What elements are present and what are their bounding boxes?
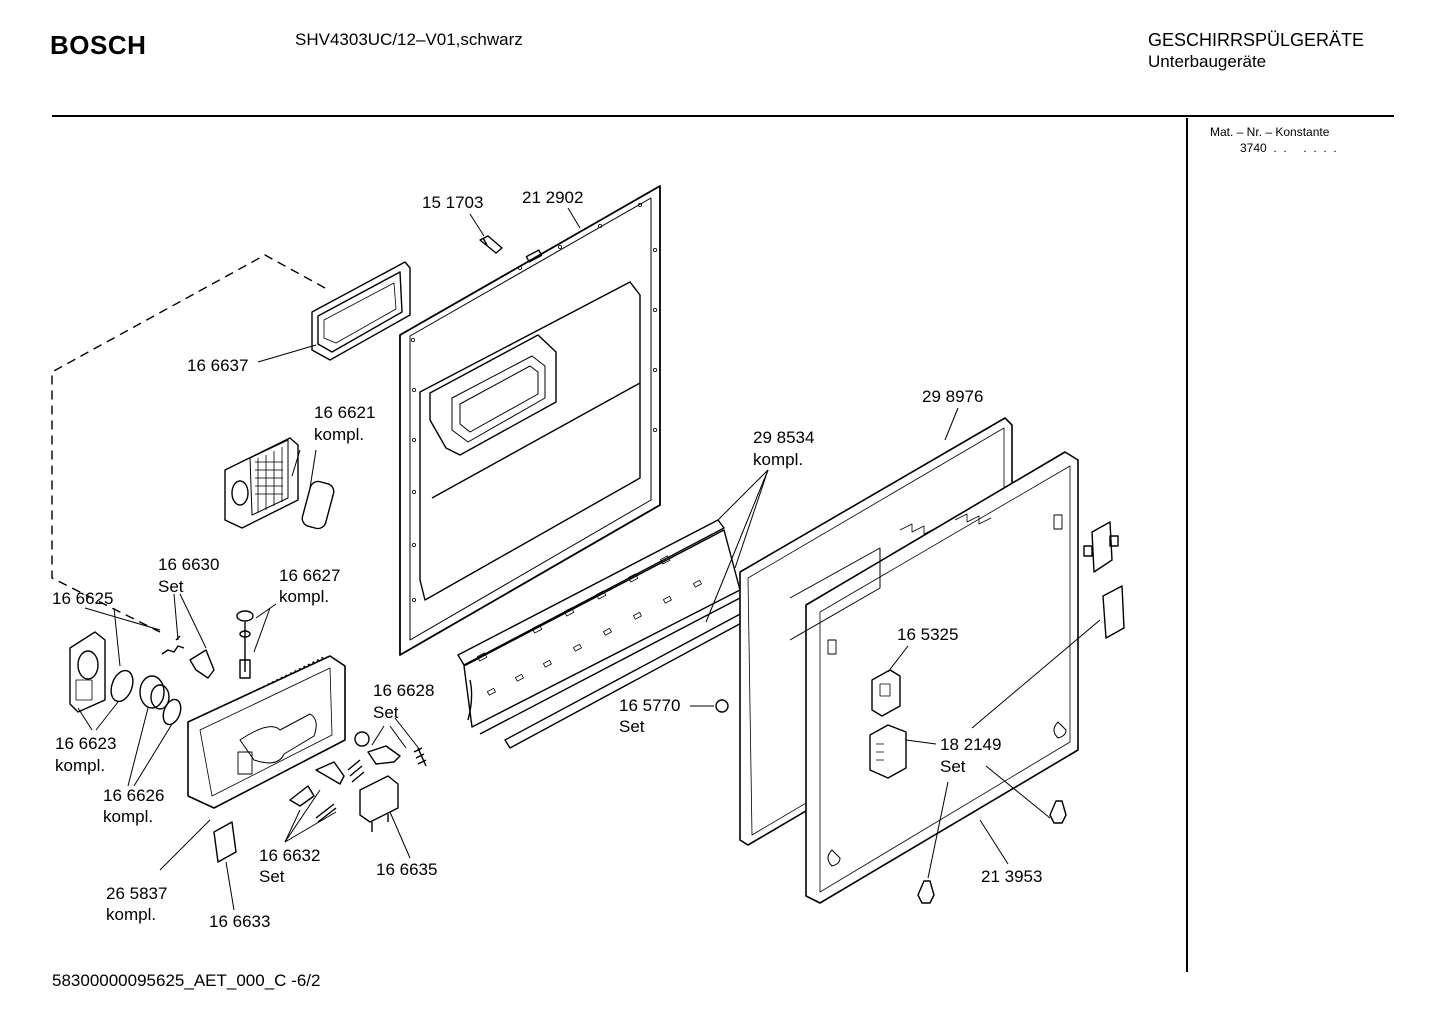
gasket-frame — [311, 261, 411, 361]
callout-298534-note: kompl. — [753, 450, 803, 469]
callout-165770: 16 5770 — [619, 696, 680, 715]
hinge-bracket-set — [869, 521, 1125, 904]
callout-213953: 21 3953 — [981, 867, 1042, 886]
ball-spring-set — [354, 731, 427, 767]
inner-door-panel — [399, 185, 661, 656]
knob-assembly-166626 — [139, 675, 182, 726]
callout-166627: 16 6627 — [279, 566, 340, 585]
callout-166623-note: kompl. — [55, 756, 105, 775]
dispenser-lid — [224, 437, 299, 529]
screw-151703 — [479, 235, 503, 254]
lever-spring-set — [289, 759, 365, 823]
model-number: SHV4303UC/12–V01,schwarz — [295, 30, 523, 49]
hinge-165325 — [871, 669, 901, 717]
callout-166630-note: Set — [158, 577, 184, 596]
callout-166627-note: kompl. — [279, 587, 329, 606]
callout-151703: 15 1703 — [422, 193, 483, 212]
callout-298534: 29 8534 — [753, 428, 814, 447]
callout-166632-note: Set — [259, 867, 285, 886]
category-subtitle: Unterbaugeräte — [1148, 52, 1267, 71]
dispenser-housing — [187, 655, 346, 809]
callout-165325: 16 5325 — [897, 625, 958, 644]
callout-182149-note: Set — [940, 757, 966, 776]
callout-265837-note: kompl. — [106, 905, 156, 924]
material-number-value: 3740 . . . . . . — [1240, 141, 1337, 155]
lid-seal — [301, 480, 335, 530]
valve-166627 — [236, 610, 254, 679]
callout-166628-note: Set — [373, 703, 399, 722]
callout-298976: 29 8976 — [922, 387, 983, 406]
callout-166628: 16 6628 — [373, 681, 434, 700]
callout-166623: 16 6623 — [55, 734, 116, 753]
part-callouts: 15 1703 21 2902 16 6637 16 6621 kompl. 2… — [52, 188, 1042, 931]
ring-166623 — [110, 669, 134, 703]
callout-166632: 16 6632 — [259, 846, 320, 865]
callout-182149: 18 2149 — [940, 735, 1001, 754]
callout-166621-note: kompl. — [314, 425, 364, 444]
plate-166633 — [213, 821, 237, 863]
callout-166626: 16 6626 — [103, 786, 164, 805]
brand-logo: BOSCH — [50, 30, 147, 60]
switch-166635 — [359, 775, 399, 832]
cover-strip — [457, 519, 748, 749]
callout-166637: 16 6637 — [187, 356, 248, 375]
leader-lines — [77, 207, 1101, 911]
callout-166626-note: kompl. — [103, 807, 153, 826]
knob-165770 — [715, 699, 729, 713]
handle-frame — [69, 631, 106, 713]
material-number-label: Mat. – Nr. – Konstante — [1210, 125, 1330, 139]
callout-265837: 26 5837 — [106, 884, 167, 903]
category-title: GESCHIRRSPÜLGERÄTE — [1148, 30, 1365, 50]
document-id: 58300000095625_AET_000_C -6/2 — [52, 971, 321, 990]
callout-166633: 16 6633 — [209, 912, 270, 931]
assembly-dashed-outline — [51, 254, 326, 633]
callout-166630: 16 6630 — [158, 555, 219, 574]
callout-166635: 16 6635 — [376, 860, 437, 879]
spring-lever-set — [161, 635, 215, 679]
callout-165770-note: Set — [619, 717, 645, 736]
callout-166625: 16 6625 — [52, 589, 113, 608]
callout-212902: 21 2902 — [522, 188, 583, 207]
callout-166621: 16 6621 — [314, 403, 375, 422]
outer-door-panel — [789, 451, 1079, 904]
